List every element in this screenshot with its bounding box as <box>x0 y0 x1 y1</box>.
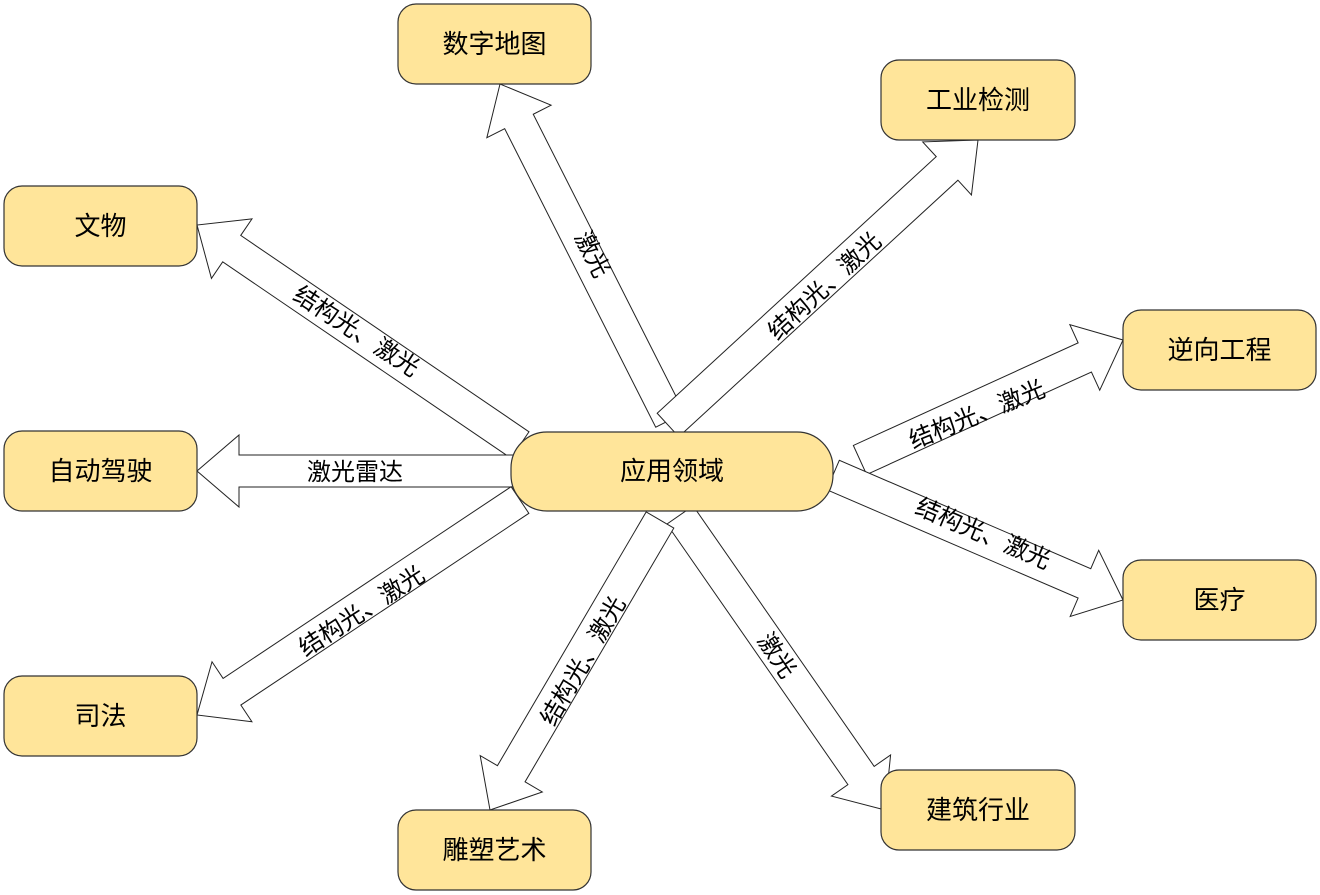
center-node-label: 应用领域 <box>620 457 724 487</box>
node-autonomous-driving: 自动驾驶 <box>3 430 198 512</box>
arrow-to-medical <box>826 459 1124 618</box>
arrows <box>196 83 1124 811</box>
arrow-to-autonomous-driving <box>196 433 516 509</box>
node-label: 工业检测 <box>926 86 1030 116</box>
node-label: 逆向工程 <box>1167 336 1271 366</box>
edge-label-sculpture-art: 结构光、激光 <box>535 592 631 731</box>
node-label: 医疗 <box>1193 586 1245 616</box>
node-construction: 建筑行业 <box>880 769 1076 851</box>
node-judicial: 司法 <box>3 675 198 757</box>
arrow-to-sculpture-art <box>479 511 675 811</box>
node-label: 文物 <box>74 212 126 242</box>
edge-label-cultural-relics: 结构光、激光 <box>288 280 424 382</box>
node-sculpture-art: 雕塑艺术 <box>397 809 592 891</box>
arrow-to-judicial <box>196 485 530 723</box>
arrow-to-digital-map <box>486 83 685 428</box>
edge-label-judicial: 结构光、激光 <box>294 560 430 662</box>
edge-label-autonomous-driving: 激光雷达 <box>307 458 403 486</box>
node-label: 建筑行业 <box>926 796 1030 826</box>
node-label: 司法 <box>74 702 126 732</box>
node-label: 自动驾驶 <box>48 457 152 487</box>
node-industrial-inspection: 工业检测 <box>880 59 1076 141</box>
node-medical: 医疗 <box>1122 559 1317 641</box>
node-cultural-relics: 文物 <box>3 185 198 267</box>
node-reverse-engineering: 逆向工程 <box>1122 309 1317 391</box>
center-node: 应用领域 <box>510 431 834 512</box>
arrow-to-cultural-relics <box>196 218 530 459</box>
edge-label-industrial-inspection: 结构光、激光 <box>762 227 886 346</box>
arrow-to-reverse-engineering <box>852 323 1124 476</box>
arrow-to-industrial-inspection <box>656 139 979 438</box>
node-label: 雕塑艺术 <box>442 836 546 866</box>
node-digital-map: 数字地图 <box>397 3 592 85</box>
node-label: 数字地图 <box>442 30 546 60</box>
